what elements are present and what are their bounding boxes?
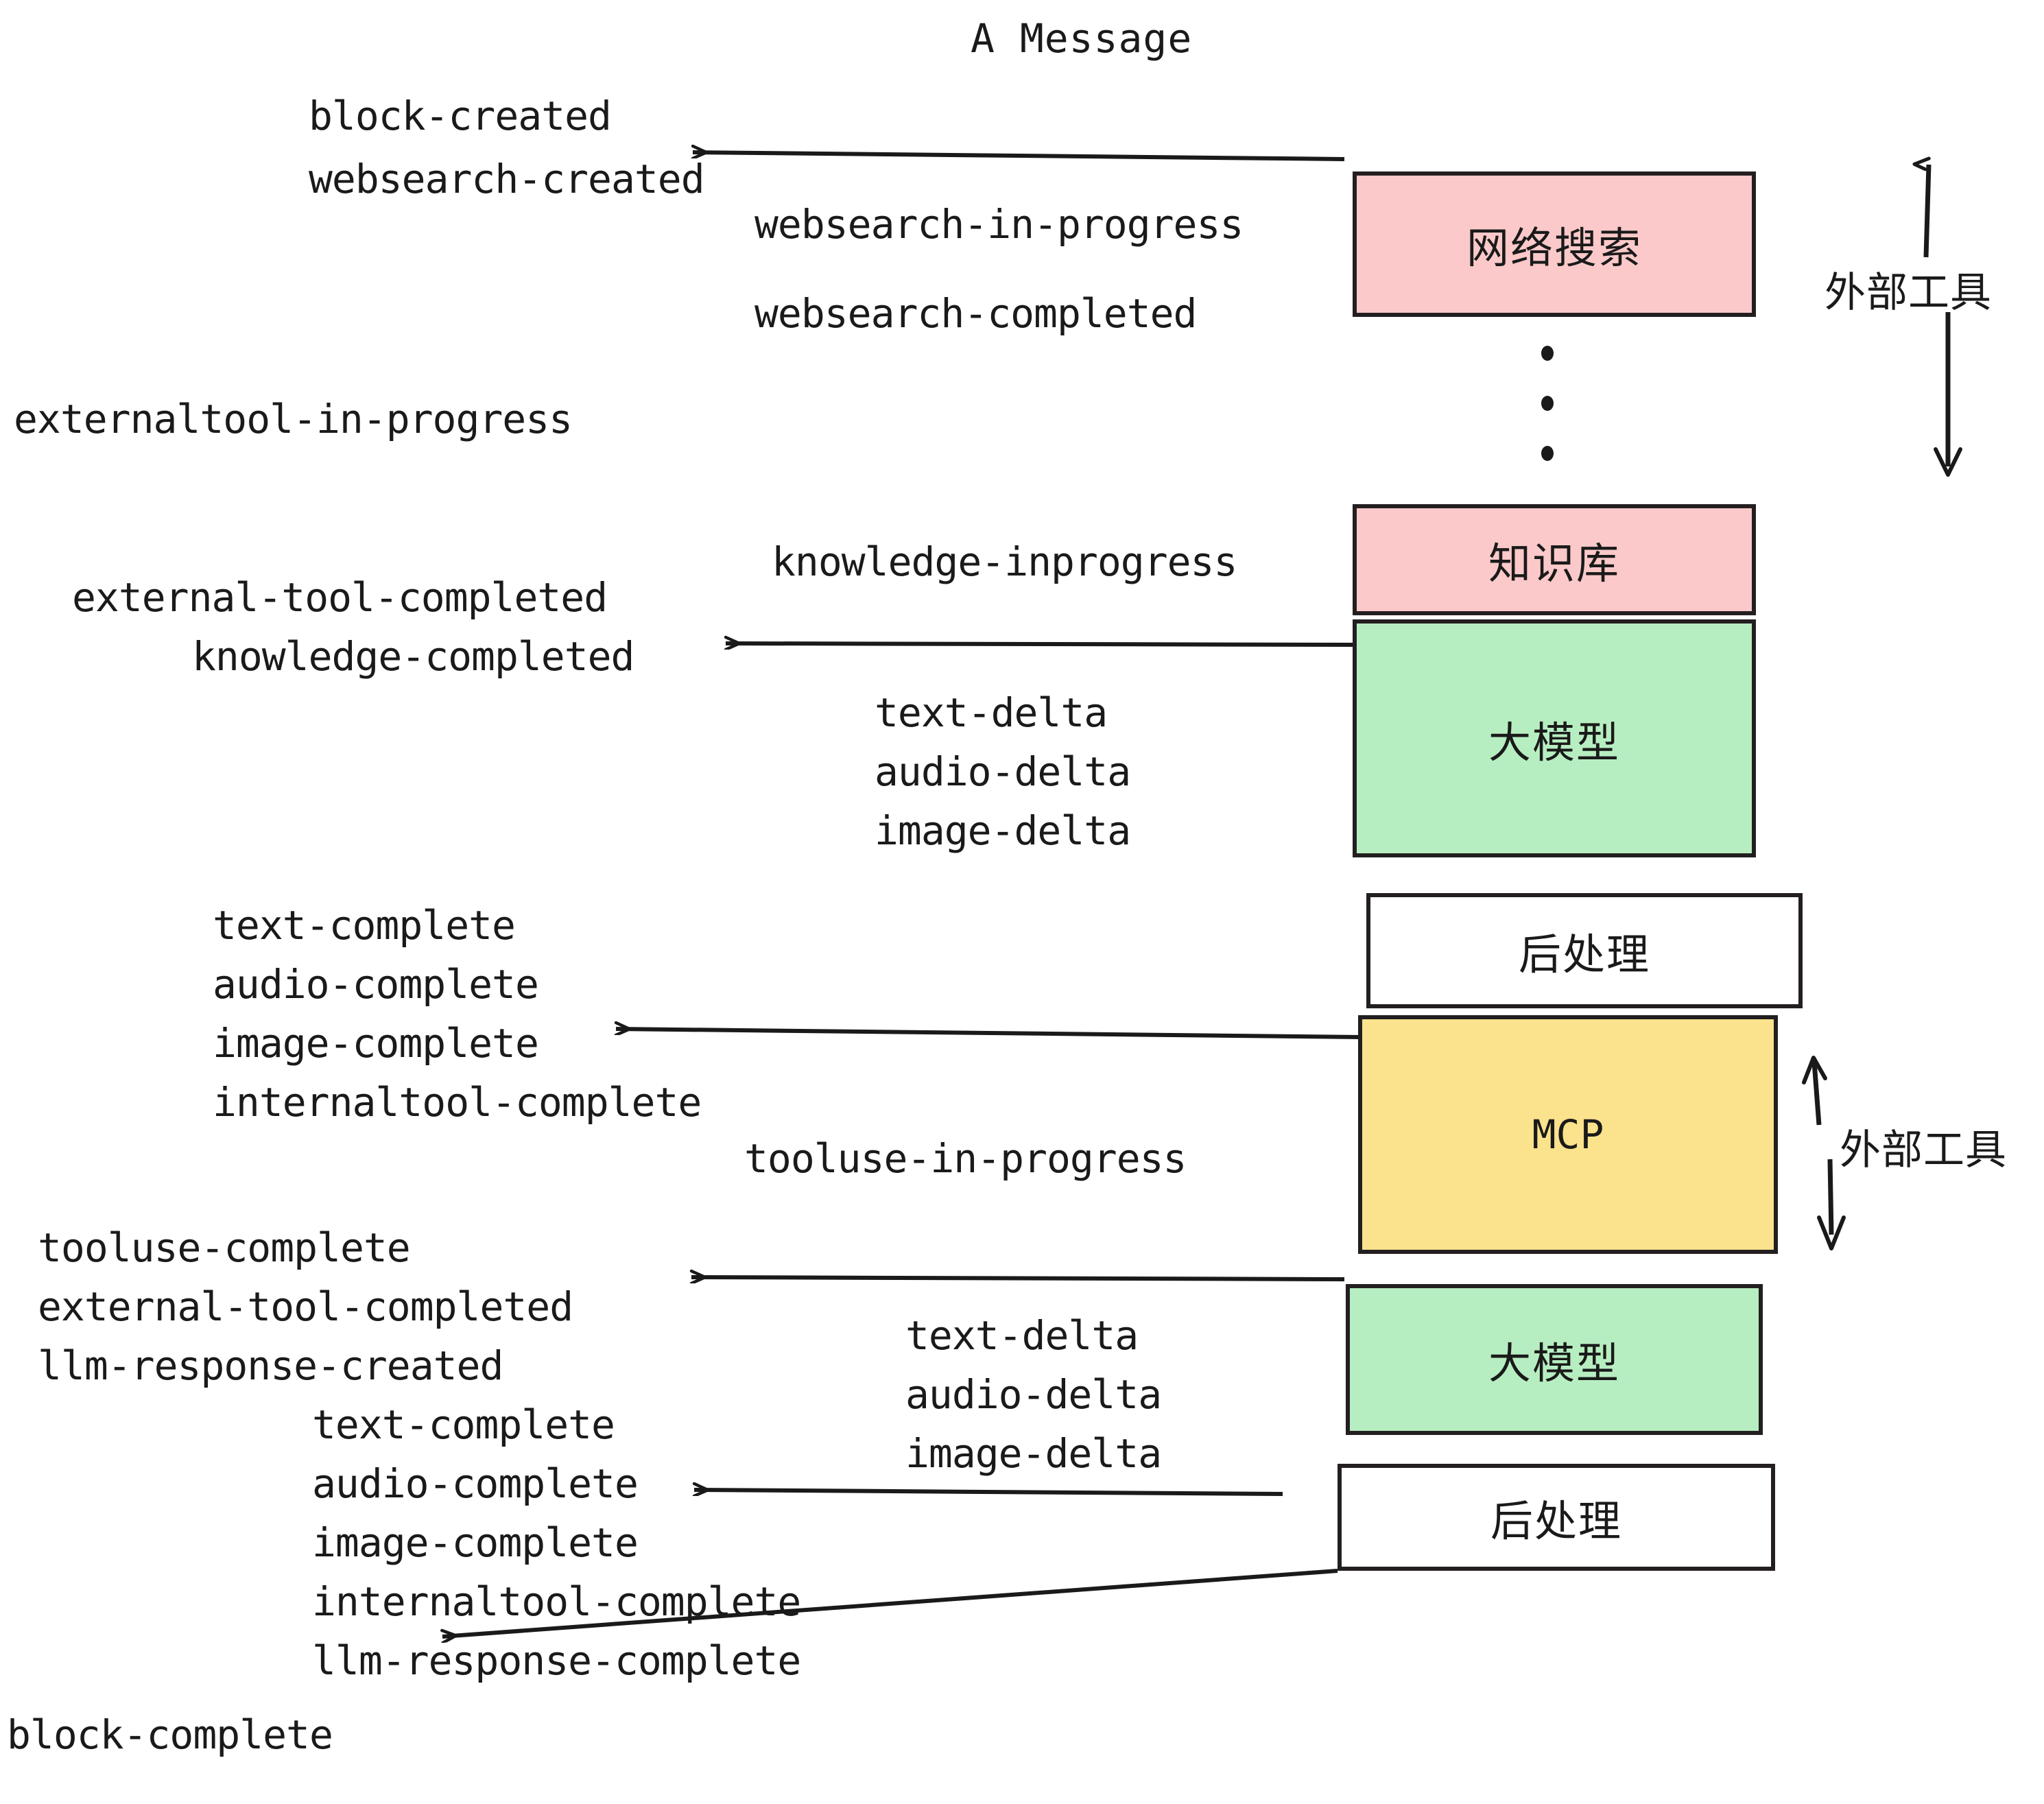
event-llm-response-complete: llm-response-complete: [312, 1637, 801, 1684]
arrow-external-tools-bottom-up-group: [1802, 1056, 1827, 1126]
event-tooluse-complete: tooluse-complete: [38, 1224, 411, 1271]
group-label-external-tools-top: 外部工具: [1825, 269, 1992, 317]
node-knowledge-base-label: 知识库: [1488, 538, 1620, 589]
node-llm-first-label: 大模型: [1488, 717, 1620, 768]
event-audio-complete-2: audio-complete: [312, 1460, 639, 1507]
node-llm-second-label: 大模型: [1488, 1338, 1620, 1388]
node-mcp-label: MCP: [1532, 1111, 1604, 1158]
event-block-created: block-created: [309, 93, 612, 139]
event-websearch-completed: websearch-completed: [754, 290, 1197, 337]
arrow-external-tools-top-up: [1926, 165, 1932, 258]
event-text-complete-1: text-complete: [213, 902, 516, 949]
node-postprocess-first-label: 后处理: [1518, 929, 1650, 980]
event-llm-response-created: llm-response-created: [38, 1342, 503, 1389]
node-knowledge-base[interactable]: 知识库: [1353, 504, 1756, 615]
event-internaltool-complete-1: internaltool-complete: [213, 1079, 702, 1126]
arrow-external-tools-top-down-group: [1934, 312, 1962, 477]
event-websearch-created: websearch-created: [309, 156, 705, 202]
event-websearch-in-progress: websearch-in-progress: [754, 201, 1244, 248]
arrow-post1-to-image-complete: [616, 1029, 1362, 1039]
event-text-complete-2: text-complete: [312, 1401, 615, 1448]
event-internaltool-complete-2: internaltool-complete: [312, 1578, 801, 1625]
node-websearch-label: 网络搜索: [1466, 223, 1642, 273]
node-llm-second[interactable]: 大模型: [1346, 1284, 1763, 1435]
arrow-websearch-to-block-created: [693, 152, 1345, 161]
event-image-delta-1: image-delta: [875, 807, 1131, 854]
event-image-delta-2: image-delta: [905, 1430, 1162, 1477]
event-block-complete: block-complete: [7, 1711, 333, 1758]
event-audio-complete-1: audio-complete: [213, 961, 539, 1008]
event-tooluse-in-progress: tooluse-in-progress: [744, 1135, 1187, 1182]
event-audio-delta-2: audio-delta: [905, 1371, 1162, 1418]
node-mcp[interactable]: MCP: [1358, 1015, 1778, 1254]
group-label-external-tools-bottom: 外部工具: [1840, 1126, 2007, 1174]
node-websearch[interactable]: 网络搜索: [1353, 171, 1756, 317]
page-title: A Message: [971, 15, 1193, 62]
event-knowledge-inprogress: knowledge-inprogress: [772, 538, 1237, 585]
node-postprocess-second[interactable]: 后处理: [1338, 1464, 1775, 1571]
node-llm-first[interactable]: 大模型: [1353, 619, 1756, 857]
event-image-complete-2: image-complete: [312, 1519, 639, 1566]
ellipsis-vertical-icon: [1540, 346, 1555, 461]
node-postprocess-second-label: 后处理: [1490, 1496, 1622, 1546]
event-external-tool-completed-1: external-tool-completed: [72, 574, 608, 621]
event-externaltool-in-progress: externaltool-in-progress: [14, 396, 573, 442]
event-external-tool-completed-2: external-tool-completed: [38, 1283, 573, 1330]
event-text-delta-2: text-delta: [905, 1312, 1139, 1359]
arrow-mcp-to-tooluse-complete: [691, 1277, 1345, 1279]
event-text-delta-1: text-delta: [875, 689, 1108, 736]
node-postprocess-first[interactable]: 后处理: [1366, 893, 1803, 1008]
arrow-knowledge-to-knowledge-completed: [726, 643, 1355, 645]
event-knowledge-completed: knowledge-completed: [192, 633, 634, 680]
event-audio-delta-1: audio-delta: [875, 748, 1131, 795]
arrow-llm2-to-audio-complete: [694, 1490, 1283, 1494]
event-image-complete-1: image-complete: [213, 1020, 539, 1067]
